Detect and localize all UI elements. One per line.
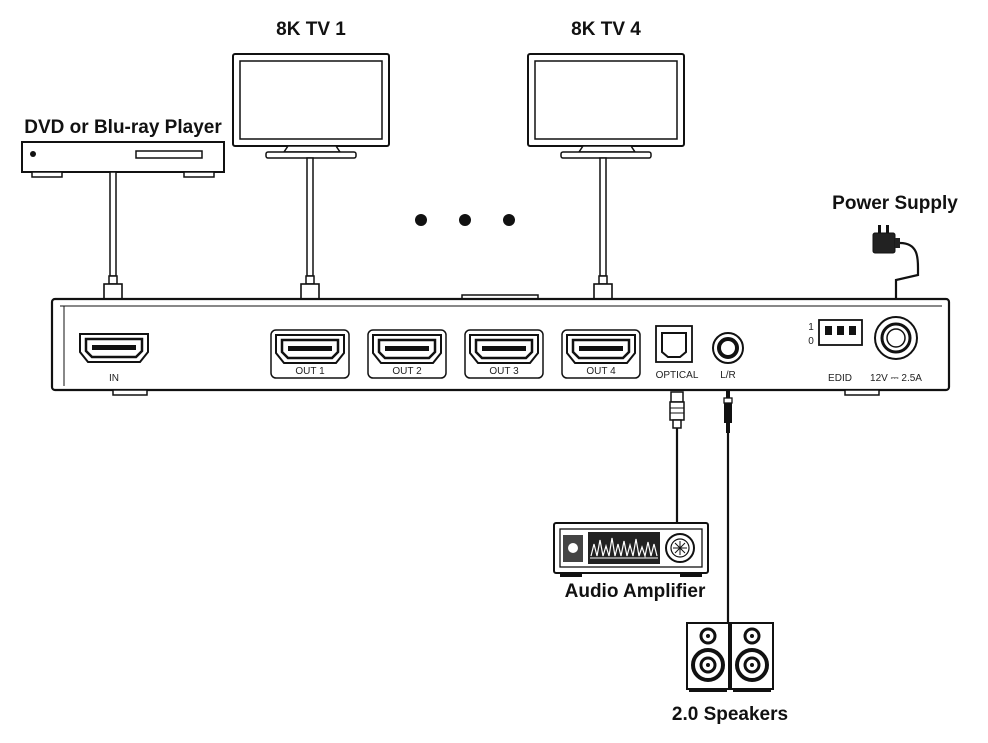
edid-label: EDID — [828, 373, 852, 384]
lr-port-label: L/R — [720, 370, 736, 381]
dvd-player-icon — [21, 141, 225, 178]
optical-port-label: OPTICAL — [656, 370, 699, 381]
hdmi-out1-port — [270, 329, 350, 379]
optical-port — [655, 325, 693, 363]
switch-off-label: 0 — [808, 336, 814, 347]
tv1-label: 8K TV 1 — [276, 19, 346, 40]
power-label: Power Supply — [832, 193, 958, 214]
edid-dip-switch — [818, 319, 863, 346]
tv-icon — [232, 53, 390, 159]
audio-cable — [723, 390, 733, 640]
speaker-icon — [730, 622, 774, 692]
amplifier-label: Audio Amplifier — [565, 581, 706, 602]
ellipsis-icon — [415, 214, 515, 226]
tv4-label: 8K TV 4 — [571, 19, 641, 40]
hdmi-out4-port — [561, 329, 641, 379]
hdmi-cable-out1 — [300, 157, 320, 321]
dc-power-label: 12V ⎓ 2.5A — [870, 373, 922, 384]
amplifier-icon — [553, 522, 709, 577]
in-port-label: IN — [109, 373, 119, 384]
out3-port-label: OUT 3 — [489, 366, 519, 377]
tv-icon — [527, 53, 685, 159]
out2-port-label: OUT 2 — [392, 366, 422, 377]
lr-audio-jack — [712, 332, 744, 364]
speaker-icon — [686, 622, 730, 692]
hdmi-out3-port — [464, 329, 544, 379]
hdmi-cable-out4 — [593, 157, 613, 321]
source-label: DVD or Blu-ray Player — [24, 117, 222, 138]
hdmi-out2-port — [367, 329, 447, 379]
dc-power-jack — [874, 316, 918, 360]
power-adapter-icon — [872, 225, 920, 302]
out1-port-label: OUT 1 — [295, 366, 325, 377]
out4-port-label: OUT 4 — [586, 366, 616, 377]
hdmi-in-port — [78, 332, 150, 364]
speakers-label: 2.0 Speakers — [672, 704, 788, 725]
switch-on-label: 1 — [808, 322, 814, 333]
optical-cable — [669, 391, 685, 523]
hdmi-cable-in — [103, 171, 123, 321]
